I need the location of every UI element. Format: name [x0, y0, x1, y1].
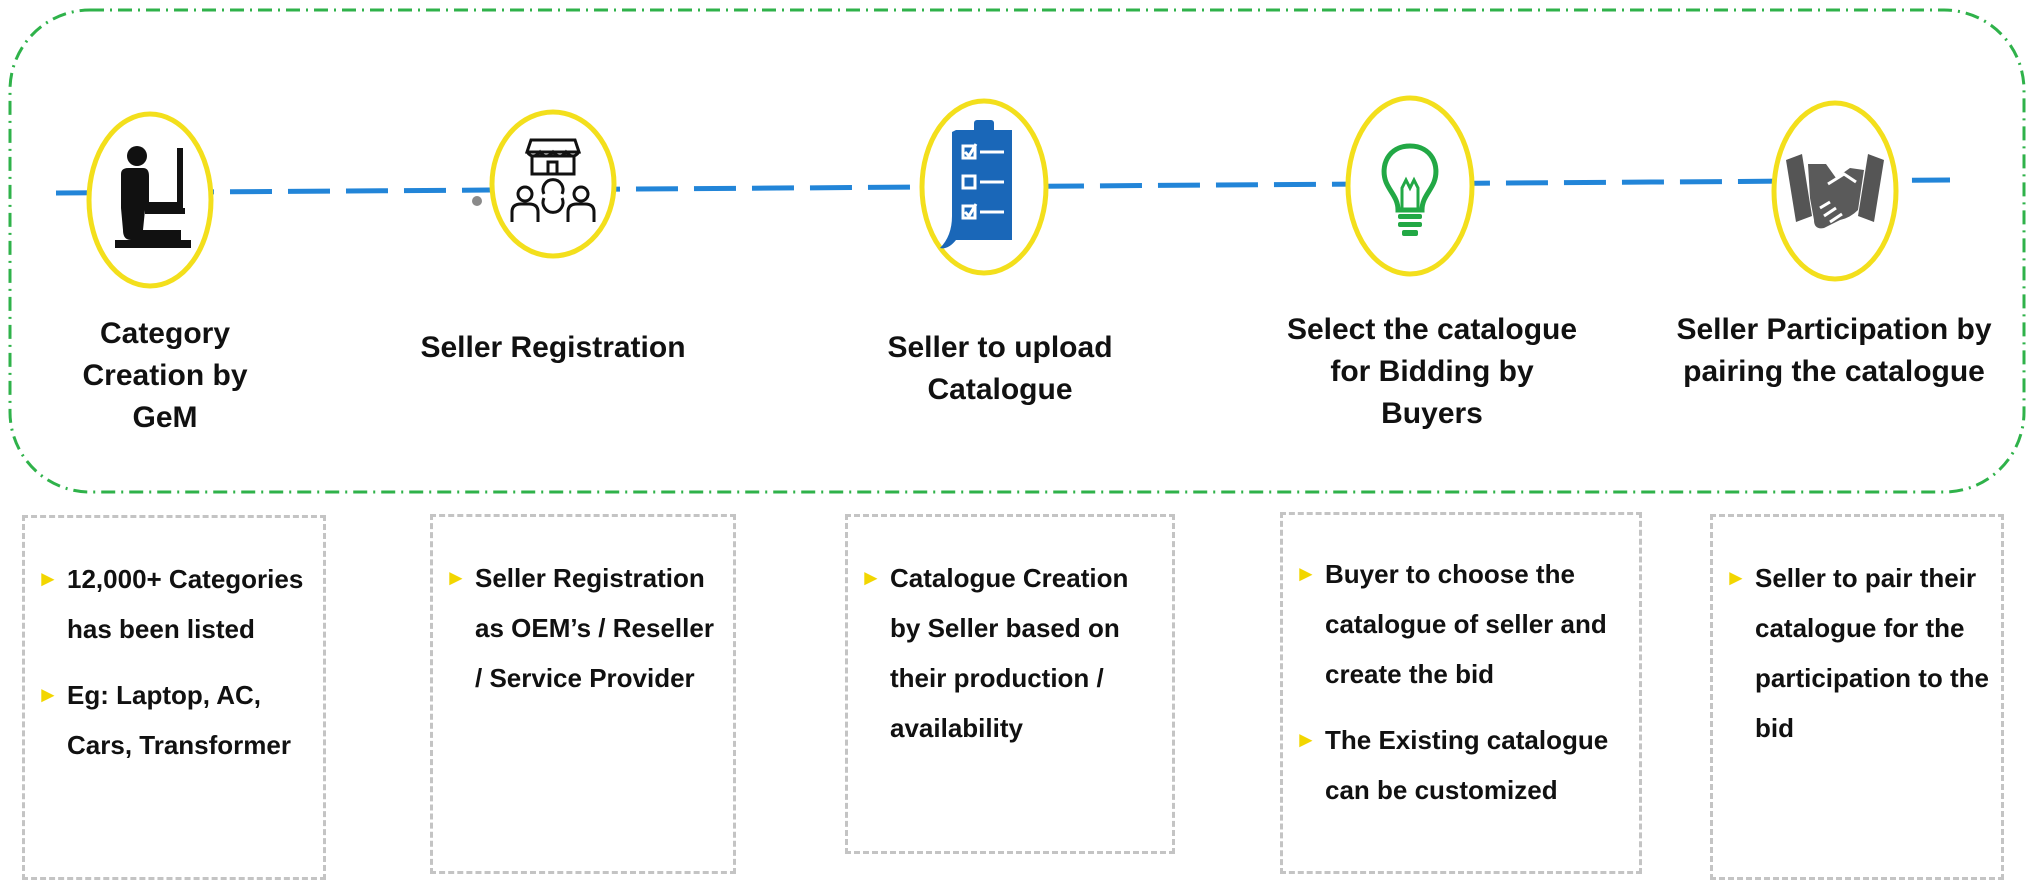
list-item: ►Seller to pair their catalogue for the …	[1721, 553, 1995, 753]
step-2-title: Seller Registration	[420, 331, 686, 364]
step-1-bullets: ►12,000+ Categories has been listed ►Eg:…	[33, 554, 313, 770]
step-4-icon-circle	[1344, 94, 1476, 283]
bullet-marker-icon: ►	[37, 566, 59, 591]
step-4-detail-box: ►Buyer to choose the catalogue of seller…	[1280, 512, 1642, 874]
step-5-bullets: ►Seller to pair their catalogue for the …	[1721, 553, 1995, 753]
step-2-icon-circle	[488, 108, 618, 265]
bullet-marker-icon: ►	[1295, 727, 1317, 752]
store-meeting-icon	[489, 109, 617, 259]
bullet-marker-icon: ►	[860, 565, 882, 590]
step-2-detail-box: ►Seller Registration as OEM’s / Reseller…	[430, 514, 736, 874]
person-at-computer-icon	[86, 111, 214, 289]
step-1-icon-circle	[85, 110, 215, 295]
step-5-icon-circle	[1770, 98, 1900, 289]
step-1-title: Category Creation by GeM	[82, 317, 248, 434]
step-5-title: Seller Participation by pairing the cata…	[1676, 313, 1992, 388]
list-item: ►Catalogue Creation by Seller based on t…	[856, 553, 1162, 753]
bullet-marker-icon: ►	[1295, 561, 1317, 586]
lightbulb-icon	[1345, 95, 1475, 277]
bullet-marker-icon: ►	[37, 682, 59, 707]
clipboard-checklist-icon	[919, 98, 1049, 276]
step-4-bullets: ►Buyer to choose the catalogue of seller…	[1291, 549, 1629, 815]
step-2-bullets: ►Seller Registration as OEM’s / Reseller…	[441, 553, 725, 703]
step-3-bullets: ►Catalogue Creation by Seller based on t…	[856, 553, 1162, 753]
step-5-detail-box: ►Seller to pair their catalogue for the …	[1710, 514, 2004, 880]
bullet-marker-icon: ►	[445, 565, 467, 590]
step-3-detail-box: ►Catalogue Creation by Seller based on t…	[845, 514, 1175, 854]
step-1-detail-box: ►12,000+ Categories has been listed ►Eg:…	[22, 515, 326, 880]
bullet-marker-icon: ►	[1725, 565, 1747, 590]
list-item: ►Buyer to choose the catalogue of seller…	[1291, 549, 1629, 699]
step-3-icon-circle	[918, 96, 1050, 283]
step-4-title: Select the catalogue for Bidding by Buye…	[1286, 313, 1578, 430]
list-item: ►Eg: Laptop, AC, Cars, Transformer	[33, 670, 313, 770]
list-item: ►The Existing catalogue can be customize…	[1291, 715, 1629, 815]
timeline-dot	[472, 196, 482, 206]
list-item: ►12,000+ Categories has been listed	[33, 554, 313, 654]
handshake-icon	[1771, 100, 1899, 282]
list-item: ►Seller Registration as OEM’s / Reseller…	[441, 553, 725, 703]
step-3-title: Seller to upload Catalogue	[887, 331, 1113, 406]
process-frame-border	[8, 8, 2026, 494]
